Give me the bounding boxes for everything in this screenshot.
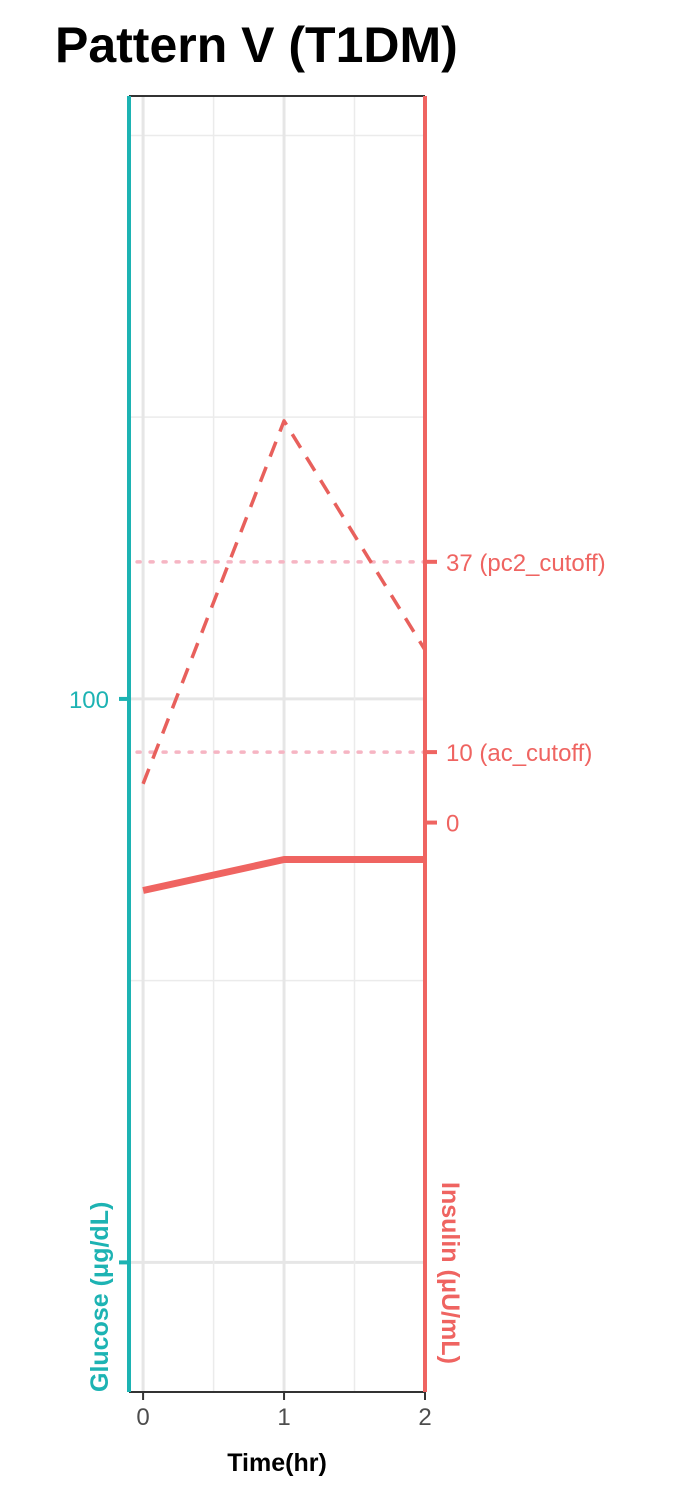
x-axis-title: Time(hr) (227, 1449, 327, 1477)
x-tick-label: 0 (136, 1404, 149, 1431)
x-tick-label: 1 (277, 1404, 290, 1431)
chart-title: Pattern V (T1DM) (55, 17, 458, 73)
reference-lines (135, 560, 427, 754)
grid (129, 96, 427, 1392)
left-y-tick-label: 100 (69, 687, 109, 714)
right-y-tick-label: 0 (446, 811, 459, 838)
right-y-tick-label: 37 (pc2_cutoff) (446, 550, 606, 577)
axes: 0 1 2 100 37 (pc2_cutoff) 10 (ac_cutoff) 0 (69, 95, 606, 1431)
right-y-axis-title: Insulin (μU/mL) (436, 1182, 464, 1364)
x-tick-label: 2 (418, 1404, 431, 1431)
right-y-tick-label: 10 (ac_cutoff) (446, 740, 592, 767)
series (141, 419, 427, 894)
left-y-axis-title: Glucose (μg/dL) (86, 1202, 114, 1392)
